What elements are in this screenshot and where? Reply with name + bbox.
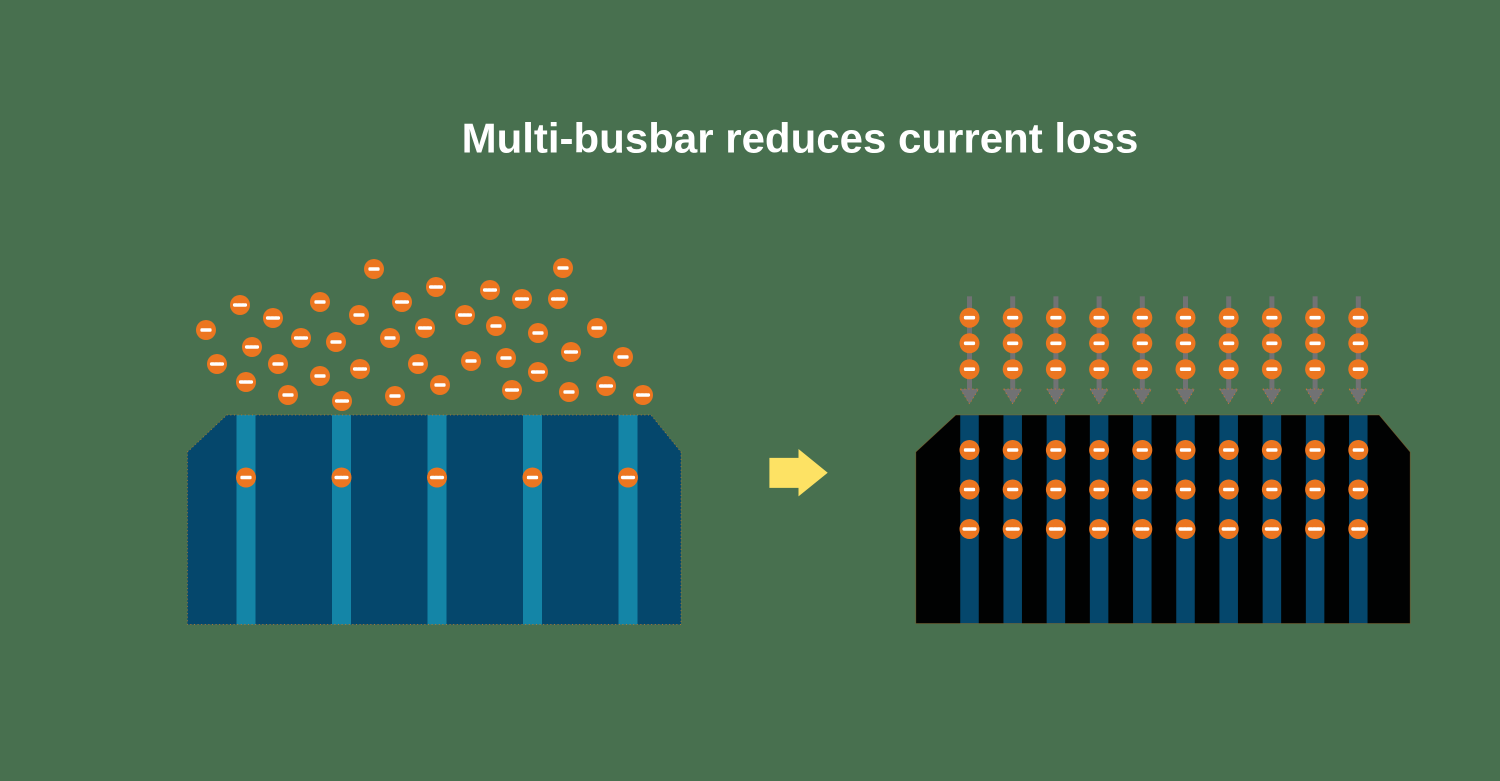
svg-text:Multi-busbar reduces current l: Multi-busbar reduces current loss: [462, 115, 1139, 162]
